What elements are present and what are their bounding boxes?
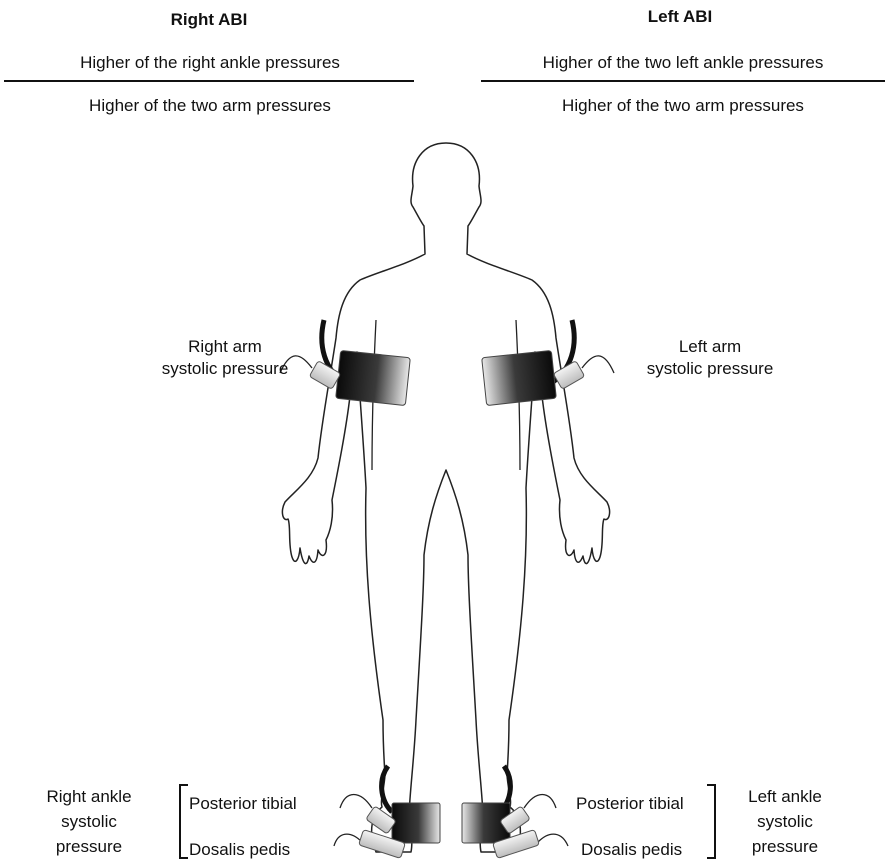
right-ankle-label-line2: systolic bbox=[34, 809, 144, 834]
right-arm-label-line1: Right arm bbox=[150, 336, 300, 358]
right-arm-cuff-icon bbox=[322, 320, 411, 406]
right-ankle-bracket bbox=[180, 785, 188, 858]
left-arm-probe-icon bbox=[553, 356, 614, 389]
left-arm-label-line1: Left arm bbox=[620, 336, 800, 358]
right-dorsalis-pedis-label: Dosalis pedis bbox=[189, 840, 290, 860]
right-ankle-label: Right ankle systolic pressure bbox=[34, 784, 144, 859]
left-posterior-tibial-label: Posterior tibial bbox=[576, 794, 684, 814]
left-ankle-label-line1: Left ankle bbox=[730, 784, 840, 809]
right-ankle-cuff-icon bbox=[382, 766, 440, 843]
right-arm-label-line2: systolic pressure bbox=[150, 358, 300, 380]
left-arm-label-line2: systolic pressure bbox=[620, 358, 800, 380]
right-arm-label: Right arm systolic pressure bbox=[150, 336, 300, 380]
left-ankle-label-line3: pressure bbox=[730, 834, 840, 859]
left-ankle-cuff-icon bbox=[462, 766, 510, 843]
left-ankle-label-line2: systolic bbox=[730, 809, 840, 834]
right-ankle-label-line3: pressure bbox=[34, 834, 144, 859]
right-ankle-label-line1: Right ankle bbox=[34, 784, 144, 809]
left-dorsalis-pedis-label: Dosalis pedis bbox=[581, 840, 682, 860]
left-ankle-label: Left ankle systolic pressure bbox=[730, 784, 840, 859]
left-arm-label: Left arm systolic pressure bbox=[620, 336, 800, 380]
right-posterior-tibial-probe-icon bbox=[340, 795, 396, 835]
left-ankle-bracket bbox=[707, 785, 715, 858]
right-posterior-tibial-label: Posterior tibial bbox=[189, 794, 297, 814]
body-outline bbox=[282, 143, 609, 852]
